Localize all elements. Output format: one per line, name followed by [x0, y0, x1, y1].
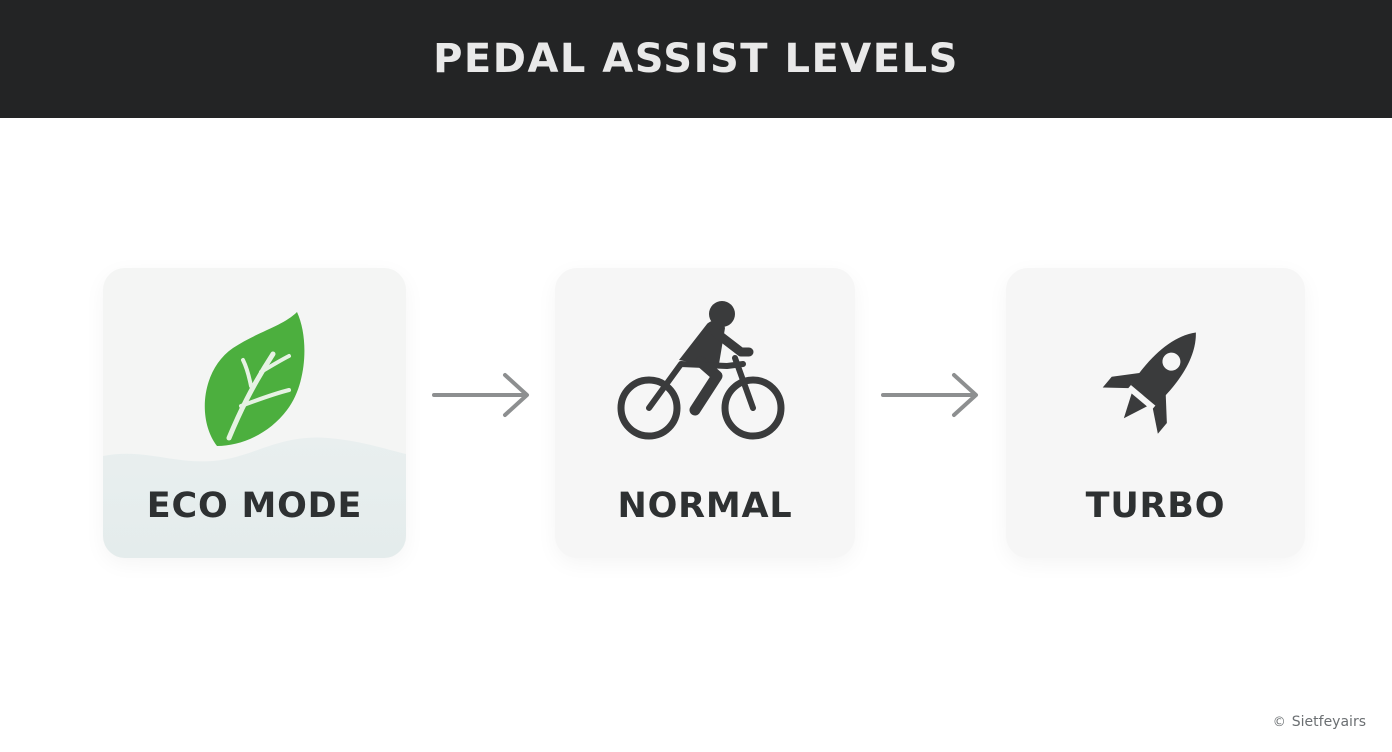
level-card-normal: NORMAL	[555, 268, 855, 558]
page-title: PEDAL ASSIST LEVELS	[433, 36, 959, 82]
level-label-turbo: TURBO	[1085, 486, 1226, 526]
rocket-icon	[1102, 332, 1196, 434]
level-card-turbo: TURBO	[1006, 268, 1305, 558]
copyright-icon: ©	[1272, 714, 1286, 730]
level-label-eco: ECO MODE	[146, 486, 363, 526]
eco-wave-background	[103, 437, 406, 558]
level-label-normal: NORMAL	[617, 486, 793, 526]
arrow-right-icon	[881, 373, 978, 417]
level-card-eco: ECO MODE	[103, 268, 406, 558]
leaf-icon	[204, 312, 304, 446]
arrow-right-icon	[432, 373, 529, 417]
watermark-text: Sietfeyairs	[1291, 714, 1366, 730]
title-bar: PEDAL ASSIST LEVELS	[0, 0, 1392, 118]
watermark: © Sietfeyairs	[1273, 714, 1366, 730]
cyclist-icon	[617, 301, 785, 440]
